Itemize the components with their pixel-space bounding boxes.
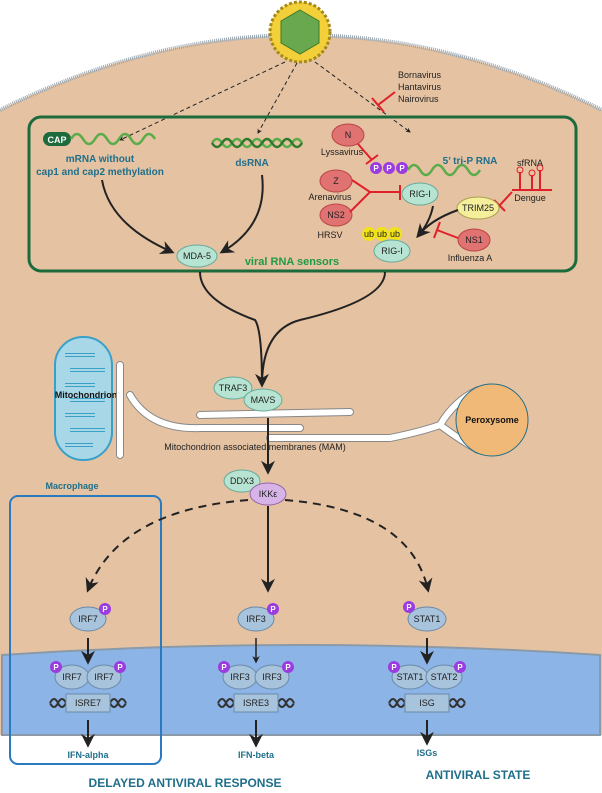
p-label: P [270, 605, 276, 614]
inhibitor-mark [371, 91, 396, 113]
isre7-element: ISRE7 [75, 698, 101, 708]
mrna-strand-icon [69, 132, 157, 146]
rig-i-protein: RIG-I [409, 189, 431, 199]
mrna-label-2: cap1 and cap2 methylation [36, 167, 164, 178]
mitochondrion-label: Mitochondrion [55, 390, 118, 400]
dengue-label: Dengue [514, 193, 546, 203]
traf3-protein: TRAF3 [219, 383, 248, 393]
irf3-column: IRF3 P IRF3 IRF3 P P ISRE3 IFN-beta [217, 603, 295, 760]
ddx3-protein: DDX3 [230, 476, 254, 486]
hantavirus-label: Hantavirus [398, 82, 442, 92]
isre3-element: ISRE3 [243, 698, 269, 708]
virus-icon [268, 0, 332, 64]
mam-membranes [116, 361, 482, 459]
irf3-dimer-a: IRF3 [230, 672, 250, 682]
p-label: P [399, 164, 405, 173]
isg-element: ISG [419, 698, 435, 708]
sfrna-icon [512, 164, 552, 191]
z-protein: Z [333, 176, 339, 186]
ikke-protein: IKKε [259, 489, 278, 499]
n-protein: N [345, 130, 352, 140]
p-label: P [221, 663, 227, 672]
ns2-protein: NS2 [327, 210, 345, 220]
p-label: P [117, 663, 123, 672]
p-label: P [391, 663, 397, 672]
ubiquitin-label: ub [390, 229, 400, 239]
macrophage-label: Macrophage [45, 481, 98, 491]
triP-rna-strand-icon [406, 163, 482, 177]
lyssavirus-label: Lyssavirus [321, 147, 364, 157]
p-label: P [373, 164, 379, 173]
delayed-antiviral-response-label: DELAYED ANTIVIRAL RESPONSE [89, 776, 282, 790]
irf7-dimer-a: IRF7 [62, 672, 82, 682]
triphosphate-group: P P P [370, 162, 408, 174]
irf7-protein: IRF7 [78, 614, 98, 624]
ifn-alpha-label: IFN-alpha [67, 750, 109, 760]
mavs-protein: MAVS [251, 395, 276, 405]
ubiquitin-label: ub [364, 229, 374, 239]
viral-rna-sensors-title: viral RNA sensors [245, 256, 339, 268]
ubiquitin-label: ub [377, 229, 387, 239]
influenza-a-label: Influenza A [448, 253, 493, 263]
nairovirus-label: Nairovirus [398, 94, 439, 104]
triP-rna-label: 5’ tri-P RNA [443, 156, 498, 167]
nucleus [0, 644, 601, 736]
irf7-column: IRF7 P IRF7 IRF7 P P ISRE7 IFN-alpha [49, 603, 127, 760]
peroxysome-icon [455, 383, 529, 457]
cap-label: CAP [47, 135, 66, 145]
irf3-protein: IRF3 [246, 614, 266, 624]
mda5-protein: MDA-5 [183, 251, 211, 261]
p-label: P [406, 603, 412, 612]
p-label: P [457, 663, 463, 672]
p-label: P [386, 164, 392, 173]
dsrna-label: dsRNA [235, 158, 268, 169]
mrna-label-1: mRNA without [66, 154, 135, 165]
p-label: P [53, 663, 59, 672]
antiviral-state-label: ANTIVIRAL STATE [426, 768, 531, 782]
p-label: P [285, 663, 291, 672]
ifn-beta-label: IFN-beta [238, 750, 275, 760]
stat1-dimer: STAT1 [397, 672, 424, 682]
ubiquitinated-rig-i-protein: RIG-I [381, 246, 403, 256]
stat2-dimer: STAT2 [431, 672, 458, 682]
trim25-protein: TRIM25 [462, 203, 494, 213]
peroxysome-label: Peroxysome [465, 415, 519, 425]
irf3-dimer-b: IRF3 [262, 672, 282, 682]
ns1-protein: NS1 [465, 235, 483, 245]
irf7-dimer-b: IRF7 [94, 672, 114, 682]
isgs-label: ISGs [417, 748, 438, 758]
cytoplasm [0, 35, 602, 735]
p-label: P [102, 605, 108, 614]
sfrna-label: sfRNA [517, 158, 543, 168]
dsrna-helix-icon [210, 137, 304, 149]
arenavirus-label: Arenavirus [308, 192, 352, 202]
stat-column: STAT1 P STAT1 STAT2 P P ISG ISGs [388, 601, 466, 758]
viral-rna-sensors-box [27, 115, 578, 273]
macrophage-box [9, 495, 162, 765]
hrsv-label: HRSV [317, 230, 342, 240]
mam-label: Mitochondrion associated membranes (MAM) [164, 442, 346, 452]
stat1-protein: STAT1 [414, 614, 441, 624]
mitochondrion-icon [54, 336, 113, 461]
bornavirus-label: Bornavirus [398, 70, 442, 80]
